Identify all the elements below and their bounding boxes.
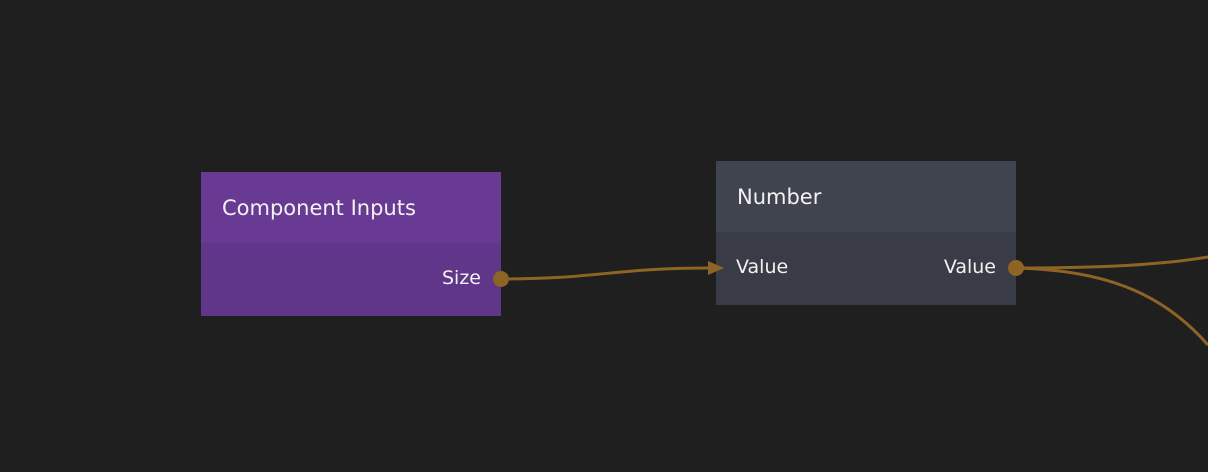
node-title: Component Inputs (201, 172, 501, 243)
input-arrow-icon (708, 261, 724, 275)
node-body: Size (201, 243, 501, 316)
output-connector-value[interactable] (1008, 260, 1024, 276)
input-port-value[interactable]: Value (736, 256, 789, 278)
wire-value-out-2[interactable] (1015, 266, 1208, 346)
output-connector-size[interactable] (493, 271, 509, 287)
wire-size-to-value[interactable] (500, 266, 713, 281)
output-port-size[interactable]: Size (441, 267, 481, 289)
output-port-value[interactable]: Value (943, 256, 996, 278)
wire-value-out-1[interactable] (1015, 255, 1208, 270)
node-body: Value Value (716, 232, 1016, 305)
node-title: Number (716, 161, 1016, 232)
number-node[interactable]: Number Value Value (716, 161, 1016, 305)
component-inputs-node[interactable]: Component Inputs Size (201, 172, 501, 316)
